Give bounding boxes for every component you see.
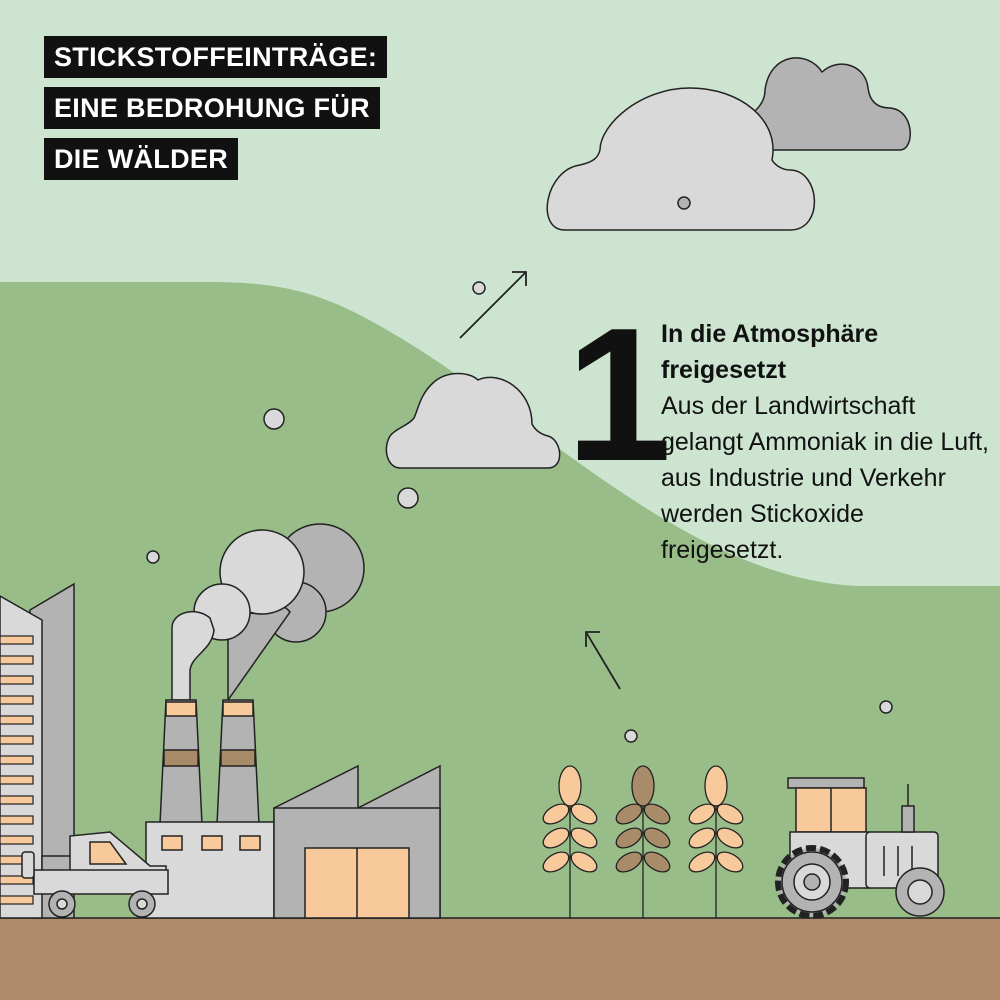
step-number: 1 xyxy=(566,289,672,501)
cloud-front xyxy=(546,87,816,231)
emission-particle xyxy=(263,408,285,430)
emission-particle xyxy=(879,700,893,714)
emission-particle xyxy=(397,487,419,509)
tractor-icon xyxy=(775,777,945,919)
emission-particle xyxy=(624,729,638,743)
ground xyxy=(0,918,1000,1000)
office-building-icon xyxy=(0,582,75,919)
wheat-icon xyxy=(542,765,744,918)
factory-icon xyxy=(145,699,441,919)
smoke-icon xyxy=(171,523,365,703)
step-heading: In die Atmosphäre freigesetzt xyxy=(661,320,879,384)
title-line-1: STICKSTOFFEINTRÄGE: xyxy=(44,36,388,78)
cloud-icon xyxy=(546,57,911,231)
arrow-up-icon xyxy=(585,631,621,690)
truck-icon xyxy=(21,831,169,918)
step-body: Aus der Landwirtschaft gelangt Ammoniak … xyxy=(661,392,989,564)
cloud-icon xyxy=(385,372,561,469)
emission-particle xyxy=(677,196,691,210)
title-line-3: DIE WÄLDER xyxy=(44,138,238,180)
step-description: In die Atmosphäre freigesetzt Aus der La… xyxy=(661,316,991,568)
emission-particle xyxy=(472,281,486,295)
emission-particle xyxy=(146,550,160,564)
title-line-2: EINE BEDROHUNG FÜR xyxy=(44,87,380,129)
arrow-up-right-icon xyxy=(459,271,527,339)
page-title: STICKSTOFFEINTRÄGE: EINE BEDROHUNG FÜR D… xyxy=(44,36,388,189)
emission-particles xyxy=(146,281,893,743)
